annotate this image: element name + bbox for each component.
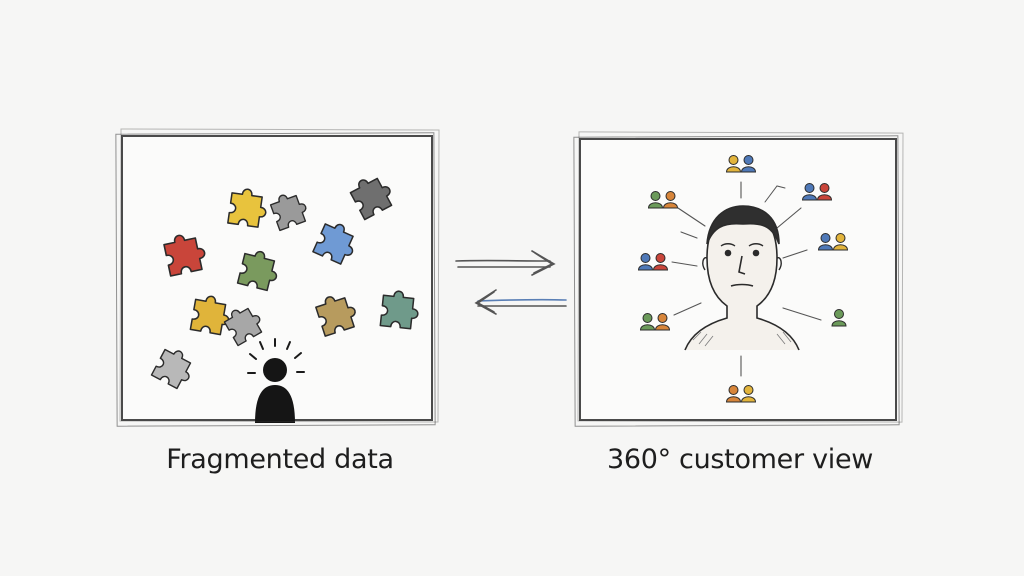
tan-puzzle-piece-icon xyxy=(313,289,361,337)
fragmented-data-caption: Fragmented data xyxy=(166,444,394,475)
gray-puzzle-piece-icon xyxy=(268,188,311,232)
people-group-icon xyxy=(638,253,668,271)
people-group-icon xyxy=(648,191,678,209)
people-group-icon xyxy=(640,313,670,331)
confused-person-icon xyxy=(247,338,305,423)
teal-puzzle-piece-icon xyxy=(379,288,421,331)
left-arrow-icon xyxy=(474,289,567,315)
people-group-icon xyxy=(726,385,756,403)
dark-gray-puzzle-piece-icon xyxy=(347,169,398,221)
yellow-puzzle-piece-icon xyxy=(189,293,233,337)
people-group-icon xyxy=(726,155,756,173)
fragmented-data-panel xyxy=(121,135,433,423)
people-group-icon xyxy=(802,183,832,201)
sync-arrows xyxy=(455,250,567,315)
customer-view-panel xyxy=(579,138,897,421)
right-arrow-icon xyxy=(455,250,556,276)
customer-view-illustration xyxy=(638,155,848,403)
light-gray-puzzle-piece-icon xyxy=(150,344,199,392)
blue-puzzle-piece-icon xyxy=(312,217,362,268)
customer-view-caption: 360° customer view xyxy=(606,444,874,475)
person-icon xyxy=(831,309,847,327)
green-puzzle-piece-icon xyxy=(236,247,283,293)
gray-puzzle-piece-icon xyxy=(221,300,267,347)
customer-face-icon xyxy=(684,205,800,351)
yellow-puzzle-piece-icon xyxy=(227,186,270,229)
people-group-icon xyxy=(818,233,848,251)
fragmented-data-illustration xyxy=(150,169,421,423)
red-puzzle-piece-icon xyxy=(161,230,209,277)
